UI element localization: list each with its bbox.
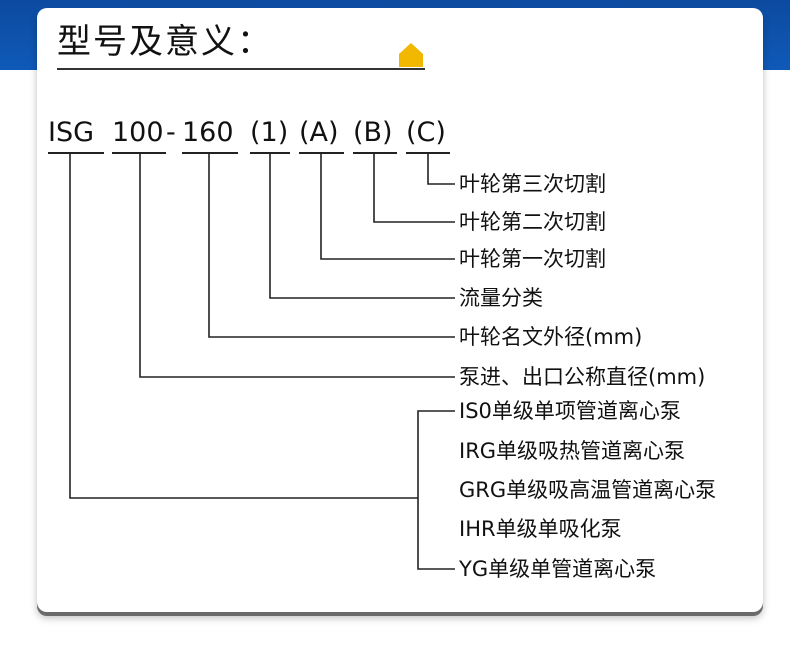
code-cut-b: (B) bbox=[353, 117, 393, 148]
connector-cut-b bbox=[373, 154, 455, 223]
connector-flow-bore bbox=[139, 154, 455, 378]
connector-cut-c bbox=[427, 154, 455, 185]
code-isg: ISG bbox=[48, 117, 95, 148]
underline-impeller-dia bbox=[182, 152, 238, 154]
connector-flow-class bbox=[269, 154, 455, 299]
title-underline bbox=[57, 68, 425, 70]
code-cut-c: (C) bbox=[406, 117, 446, 148]
code-flow-bore: 100 bbox=[112, 117, 164, 148]
house-icon bbox=[399, 43, 423, 67]
types-bracket bbox=[417, 410, 455, 570]
page-title: 型号及意义： bbox=[57, 22, 273, 62]
desc-inlet-outlet: 泵进、出口公称直径(mm) bbox=[459, 365, 706, 389]
connector-impeller-dia bbox=[208, 154, 455, 338]
connector-isg bbox=[69, 154, 418, 499]
desc-impeller-name: 叶轮名文外径(mm) bbox=[459, 325, 643, 349]
desc-cut-second: 叶轮第二次切割 bbox=[459, 210, 606, 234]
desc-type-ihr: IHR单级单吸化泵 bbox=[459, 517, 622, 541]
underline-flow-bore bbox=[112, 152, 166, 154]
code-cut-a: (A) bbox=[299, 117, 339, 148]
desc-flow-class: 流量分类 bbox=[459, 286, 543, 310]
underline-cut-c bbox=[406, 152, 450, 154]
code-flow-class: (1) bbox=[250, 117, 289, 148]
underline-flow-class bbox=[250, 152, 290, 154]
code-impeller-dia: 160 bbox=[182, 117, 234, 148]
underline-cut-b bbox=[353, 152, 397, 154]
underline-cut-a bbox=[299, 152, 344, 154]
desc-type-yg: YG单级单管道离心泵 bbox=[459, 557, 657, 581]
content-card bbox=[37, 8, 763, 612]
desc-type-iso: IS0单级单项管道离心泵 bbox=[459, 399, 681, 423]
connector-cut-a bbox=[320, 154, 455, 260]
code-dash: - bbox=[166, 117, 176, 148]
desc-cut-third: 叶轮第三次切割 bbox=[459, 172, 606, 196]
underline-isg bbox=[48, 152, 104, 154]
desc-cut-first: 叶轮第一次切割 bbox=[459, 247, 606, 271]
desc-type-grg: GRG单级吸高温管道离心泵 bbox=[459, 478, 717, 502]
desc-type-irg: IRG单级吸热管道离心泵 bbox=[459, 439, 686, 463]
